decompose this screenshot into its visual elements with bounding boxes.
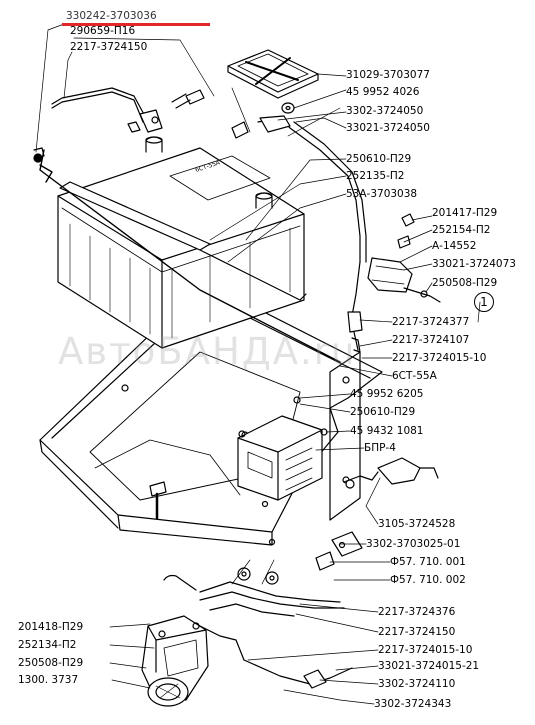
battery: 6СТ-55А bbox=[57, 136, 307, 349]
part-label-252134-p2: 252134-П2 bbox=[18, 639, 77, 651]
part-label-a-14552: А-14552 bbox=[432, 240, 477, 252]
positive-cable bbox=[257, 115, 367, 263]
part-label-250610-p29-top: 250610-П29 bbox=[346, 153, 412, 165]
watermark: АвтоБАНДА.ru bbox=[58, 330, 357, 373]
part-label-45-9432-1081: 45 9432 1081 bbox=[350, 425, 424, 437]
leader-lines bbox=[35, 23, 433, 705]
part-label-3302-3724343: 3302-3724343 bbox=[374, 698, 452, 710]
part-label-2217-3724377: 2217-3724377 bbox=[392, 316, 470, 328]
callout-number: 1 bbox=[474, 292, 494, 312]
part-label-3302-3724050: 3302-3724050 bbox=[346, 105, 424, 117]
terminal-cover bbox=[227, 49, 319, 99]
wire-connector bbox=[347, 213, 415, 353]
part-label-f57-710-002: Ф57. 710. 002 bbox=[390, 574, 466, 586]
part-label-250508-p29-left: 250508-П29 bbox=[18, 657, 84, 669]
part-label-2217-3724150-top: 2217-3724150 bbox=[70, 41, 148, 53]
part-label-252135-p2: 252135-П2 bbox=[346, 170, 405, 182]
part-label-1300-3737: 1300. 3737 bbox=[18, 674, 79, 686]
part-label-2217-3724015-10-bottom: 2217-3724015-10 bbox=[378, 644, 473, 656]
part-label-250610-p29-mid: 250610-П29 bbox=[350, 406, 416, 418]
sensor-switch bbox=[343, 457, 439, 489]
part-label-f57-710-001: Ф57. 710. 001 bbox=[390, 556, 466, 568]
washers bbox=[231, 102, 295, 139]
part-label-2217-3724150-bottom: 2217-3724150 bbox=[378, 626, 456, 638]
lower-cables bbox=[163, 567, 353, 689]
part-label-3105-3724528: 3105-3724528 bbox=[378, 518, 456, 530]
part-label-2217-3724376: 2217-3724376 bbox=[378, 606, 456, 618]
negative-cable bbox=[49, 85, 163, 133]
hold-down-rod bbox=[33, 147, 341, 363]
lamp-assembly bbox=[141, 615, 209, 707]
part-label-31029-3703077: 31029-3703077 bbox=[346, 69, 430, 81]
part-label-6st-55a: 6СТ-55А bbox=[392, 370, 437, 382]
part-label-33021-3724015-21: 33021-3724015-21 bbox=[378, 660, 480, 672]
part-label-250508-p29-right: 250508-П29 bbox=[432, 277, 498, 289]
relay-block bbox=[237, 415, 328, 501]
small-plate bbox=[315, 531, 363, 571]
part-label-3302-3703025-01: 3302-3703025-01 bbox=[366, 538, 461, 550]
highlight-underline bbox=[62, 23, 210, 26]
battery-tray bbox=[39, 281, 383, 546]
part-label-33021-3724050: 33021-3724050 bbox=[346, 122, 430, 134]
part-label-bpr-4: БПР-4 bbox=[364, 442, 396, 454]
part-label-330242-3703036: 330242-3703036 bbox=[66, 10, 157, 22]
part-label-201418-p29: 201418-П29 bbox=[18, 621, 84, 633]
part-label-252154-p2: 252154-П2 bbox=[432, 224, 491, 236]
terminal-bolt bbox=[127, 89, 205, 133]
part-label-53a-3703038: 53А-3703038 bbox=[346, 188, 418, 200]
part-label-45-9952-4026: 45 9952 4026 bbox=[346, 86, 420, 98]
part-label-201417-p29: 201417-П29 bbox=[432, 207, 498, 219]
part-label-290659-p16: 290659-П16 bbox=[70, 25, 136, 37]
ground-bolt bbox=[149, 481, 167, 520]
part-label-3302-3724110: 3302-3724110 bbox=[378, 678, 456, 690]
part-label-2217-3724107: 2217-3724107 bbox=[392, 334, 470, 346]
part-label-45-9952-6205: 45 9952 6205 bbox=[350, 388, 424, 400]
part-label-2217-3724015-10-top: 2217-3724015-10 bbox=[392, 352, 487, 364]
part-label-33021-3724073: 33021-3724073 bbox=[432, 258, 516, 270]
